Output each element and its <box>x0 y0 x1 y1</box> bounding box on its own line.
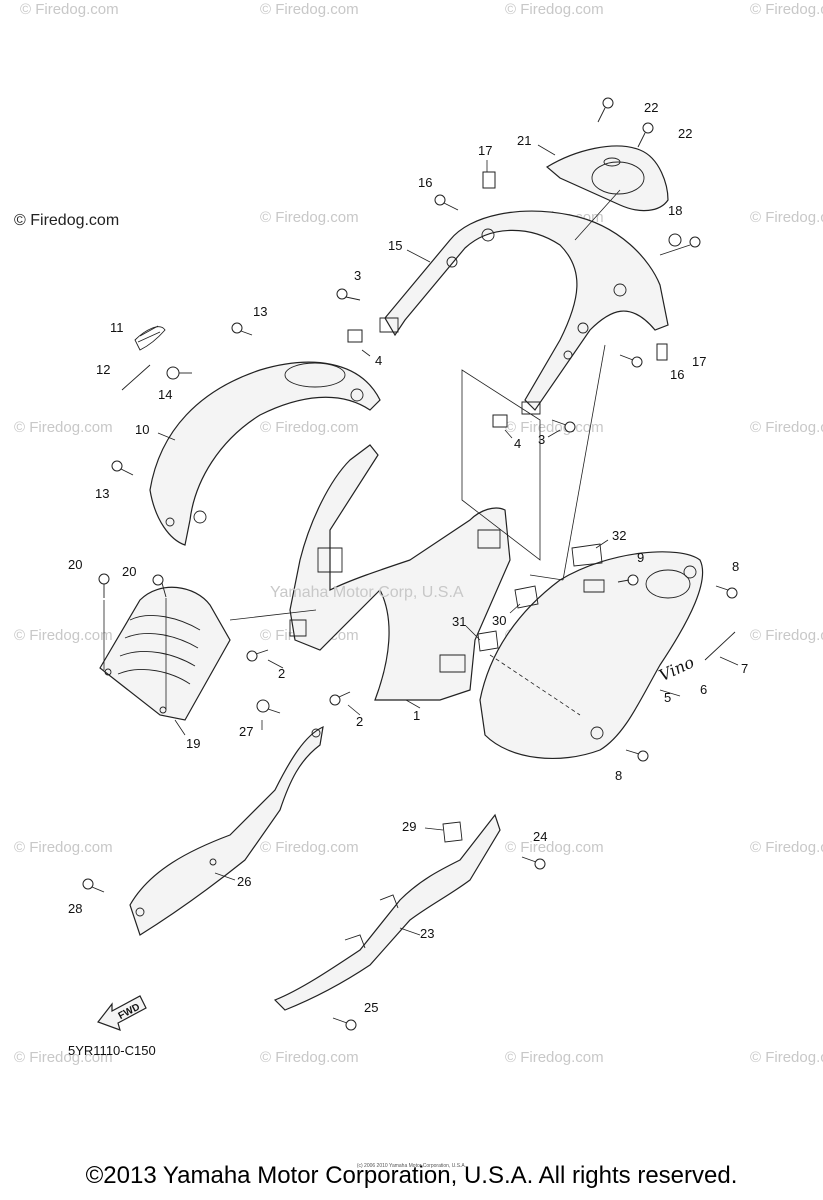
part-26-floor-rail-left <box>129 725 324 936</box>
callout-number: 29 <box>402 819 416 834</box>
part-23-floor-rail-right <box>273 813 501 1011</box>
callout-number: 4 <box>514 436 521 451</box>
callout-number: 6 <box>700 682 707 697</box>
watermark: © Firedog.com <box>505 839 604 856</box>
watermark: © Firedog.com <box>14 419 113 436</box>
callouts: 1 2 2 3 3 4 4 5 6 7 8 8 9 10 11 12 13 13 <box>68 100 748 1015</box>
callout-number: 24 <box>533 829 547 844</box>
pads <box>477 543 603 652</box>
watermark: © Firedog.com <box>14 1049 113 1066</box>
callout-number: 16 <box>670 367 684 382</box>
callout-number: 3 <box>354 268 361 283</box>
callout-number: 11 <box>110 320 124 335</box>
part-15-frame-bracket <box>379 210 669 415</box>
callout-number: 8 <box>615 768 622 783</box>
callout-number: 9 <box>637 550 644 565</box>
callout-number: 32 <box>612 528 626 543</box>
center-watermark: Yamaha Motor Corp, U.S.A <box>270 584 464 601</box>
callout-number: 20 <box>122 564 136 579</box>
screws <box>82 97 738 1031</box>
watermark: © Firedog.com <box>14 839 113 856</box>
callout-number: 5 <box>664 690 671 705</box>
callout-number: 7 <box>741 661 748 676</box>
callout-number: 14 <box>158 387 172 402</box>
copyright-footer: ©2013 Yamaha Motor Corporation, U.S.A. A… <box>85 1162 738 1189</box>
watermark: © Firedog.com <box>505 1 604 18</box>
callout-number: 13 <box>253 304 267 319</box>
watermark: © Firedog.com <box>260 839 359 856</box>
diagram-code: 5YR1110-C150 <box>68 1043 156 1058</box>
callout-number: 26 <box>237 874 251 889</box>
watermark: © Firedog.com <box>750 1 823 18</box>
part-5-side-cover <box>479 551 704 759</box>
watermark: © Firedog.com <box>20 1 119 18</box>
fwd-arrow: FWD <box>97 995 147 1031</box>
callout-number: 22 <box>644 100 658 115</box>
watermark: © Firedog.com <box>505 1049 604 1066</box>
watermark: © Firedog.com <box>260 1049 359 1066</box>
part-7-stripe <box>704 631 736 661</box>
callout-number: 20 <box>68 557 82 572</box>
callout-number: 8 <box>732 559 739 574</box>
callout-number: 13 <box>95 486 109 501</box>
watermark: © Firedog.com <box>14 627 113 644</box>
callout-number: 2 <box>278 666 285 681</box>
callout-number: 31 <box>452 614 466 629</box>
watermark: © Firedog.com <box>750 839 823 856</box>
callout-number: 18 <box>668 203 682 218</box>
callout-number: 10 <box>135 422 149 437</box>
part-11-emblem <box>134 325 166 351</box>
callout-number: 21 <box>517 133 531 148</box>
tiny-copyright-note: (c) 2006 2010 Yamaha Motor Corporation, … <box>356 1163 467 1169</box>
part-1-leg-shield <box>289 444 511 701</box>
callout-number: 12 <box>96 362 110 377</box>
callout-number: 23 <box>420 926 434 941</box>
watermark: © Firedog.com <box>260 1 359 18</box>
watermark: © Firedog.com <box>260 419 359 436</box>
watermark: © Firedog.com <box>260 209 359 226</box>
callout-number: 17 <box>478 143 492 158</box>
callout-number: 17 <box>692 354 706 369</box>
part-29-clip <box>442 821 463 843</box>
callout-number: 25 <box>364 1000 378 1015</box>
watermark: © Firedog.com <box>750 1049 823 1066</box>
callout-number: 22 <box>678 126 692 141</box>
callout-number: 1 <box>413 708 420 723</box>
callout-number: 4 <box>375 353 382 368</box>
callout-number: 15 <box>388 238 402 253</box>
watermark: © Firedog.com <box>750 209 823 226</box>
part-21-cover <box>545 145 669 212</box>
callout-number: 30 <box>492 613 506 628</box>
callout-number: 3 <box>538 432 545 447</box>
callout-number: 28 <box>68 901 82 916</box>
callout-number: 19 <box>186 736 200 751</box>
callout-number: 16 <box>418 175 432 190</box>
callout-number: 27 <box>239 724 253 739</box>
firedog-logo: © Firedog.com <box>14 212 120 229</box>
part-10-upper-cover <box>149 361 381 546</box>
callout-number: FWD <box>117 1002 142 1022</box>
part-12-strip <box>121 364 151 391</box>
watermark: © Firedog.com <box>750 419 823 436</box>
callout-number: 2 <box>356 714 363 729</box>
assembly-lines <box>103 189 691 716</box>
watermark: © Firedog.com <box>750 627 823 644</box>
part-19-grille <box>99 586 231 721</box>
watermark: © Firedog.com <box>505 419 604 436</box>
